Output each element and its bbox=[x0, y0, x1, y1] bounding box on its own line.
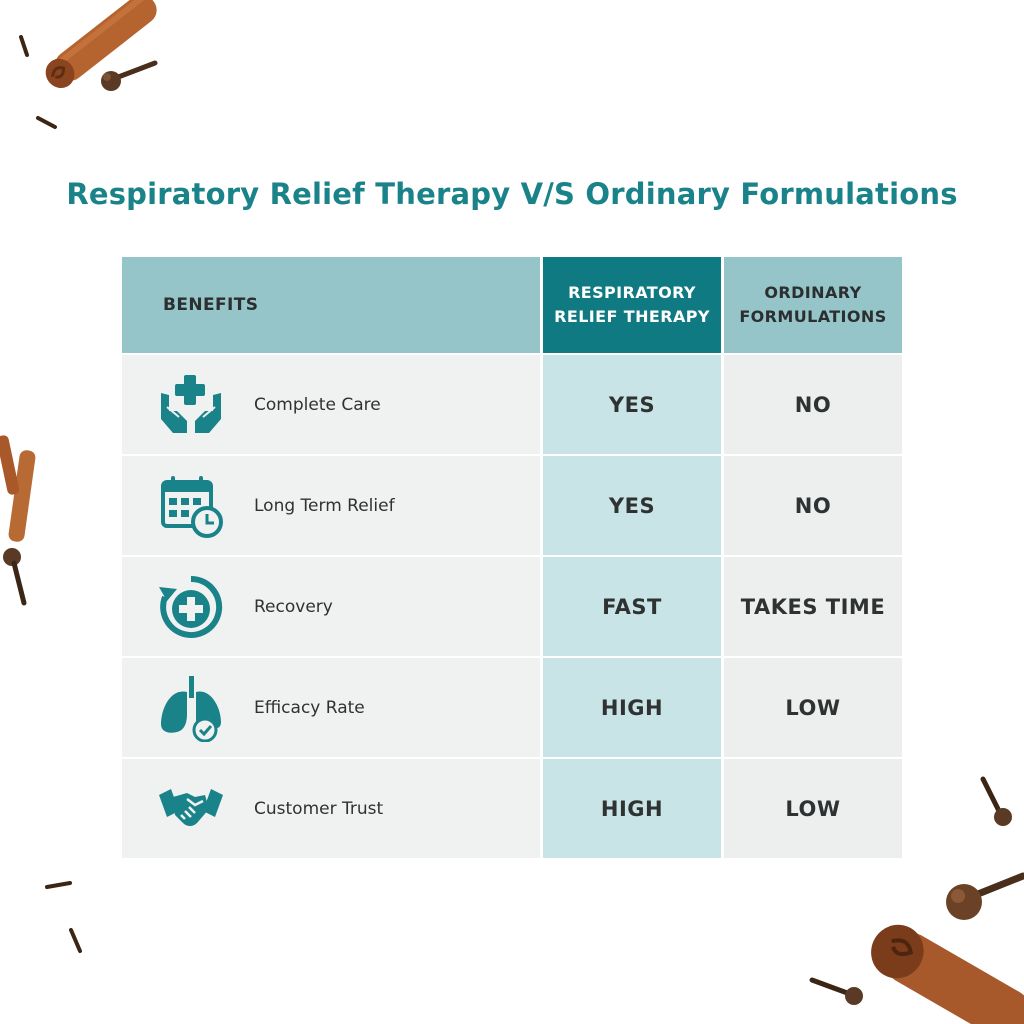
clove-bottom-left-2 bbox=[69, 928, 82, 953]
cinnamon-stick-bottom-right bbox=[871, 924, 1024, 1024]
page-title: Respiratory Relief Therapy V/S Ordinary … bbox=[66, 177, 958, 212]
cinnamon-stick-top-left bbox=[45, 0, 157, 89]
benefit-label: Customer Trust bbox=[254, 798, 384, 819]
header-ordinary-formulations: ORDINARY FORMULATIONS bbox=[724, 257, 902, 353]
rrt-value: YES bbox=[543, 456, 721, 555]
clove-small-top-2 bbox=[36, 116, 57, 129]
rrt-value: HIGH bbox=[543, 658, 721, 757]
recovery-cross-icon bbox=[154, 572, 228, 642]
header-ord-line1: ORDINARY bbox=[764, 283, 862, 302]
header-benefits: BENEFITS bbox=[122, 257, 540, 353]
ordinary-value: NO bbox=[724, 456, 902, 555]
ordinary-value: LOW bbox=[724, 658, 902, 757]
ordinary-value: LOW bbox=[724, 759, 902, 858]
benefit-label: Recovery bbox=[254, 596, 333, 617]
table-row-benefit: Long Term Relief bbox=[122, 456, 540, 555]
header-ord-line2: FORMULATIONS bbox=[739, 307, 887, 326]
table-row-benefit: Recovery bbox=[122, 557, 540, 656]
rrt-value: HIGH bbox=[543, 759, 721, 858]
benefit-label: Complete Care bbox=[254, 394, 381, 415]
handshake-icon bbox=[154, 774, 228, 844]
comparison-table: BENEFITS RESPIRATORY RELIEF THERAPY ORDIN… bbox=[122, 257, 902, 858]
clove-bottom bbox=[809, 977, 863, 1005]
calendar-clock-icon bbox=[154, 471, 228, 541]
lungs-check-icon bbox=[154, 673, 228, 743]
clove-right bbox=[980, 776, 1012, 826]
clove-bottom-left bbox=[45, 881, 72, 889]
header-respiratory-relief-therapy: RESPIRATORY RELIEF THERAPY bbox=[543, 257, 721, 353]
table-row-benefit: Customer Trust bbox=[122, 759, 540, 858]
ordinary-value: TAKES TIME bbox=[724, 557, 902, 656]
header-rrt-line1: RESPIRATORY bbox=[568, 283, 696, 302]
table-row-benefit: Complete Care bbox=[122, 355, 540, 454]
hands-medical-cross-icon bbox=[154, 370, 228, 440]
clove-small-top bbox=[19, 35, 29, 57]
benefit-label: Efficacy Rate bbox=[254, 697, 365, 718]
table-row-benefit: Efficacy Rate bbox=[122, 658, 540, 757]
clove-top-left bbox=[101, 60, 158, 91]
rrt-value: YES bbox=[543, 355, 721, 454]
clove-left bbox=[3, 548, 27, 606]
benefit-label: Long Term Relief bbox=[254, 495, 395, 516]
header-rrt-line2: RELIEF THERAPY bbox=[554, 307, 710, 326]
rrt-value: FAST bbox=[543, 557, 721, 656]
clove-bottom-right bbox=[946, 872, 1024, 920]
cinnamon-stick-left bbox=[0, 435, 36, 542]
ordinary-value: NO bbox=[724, 355, 902, 454]
